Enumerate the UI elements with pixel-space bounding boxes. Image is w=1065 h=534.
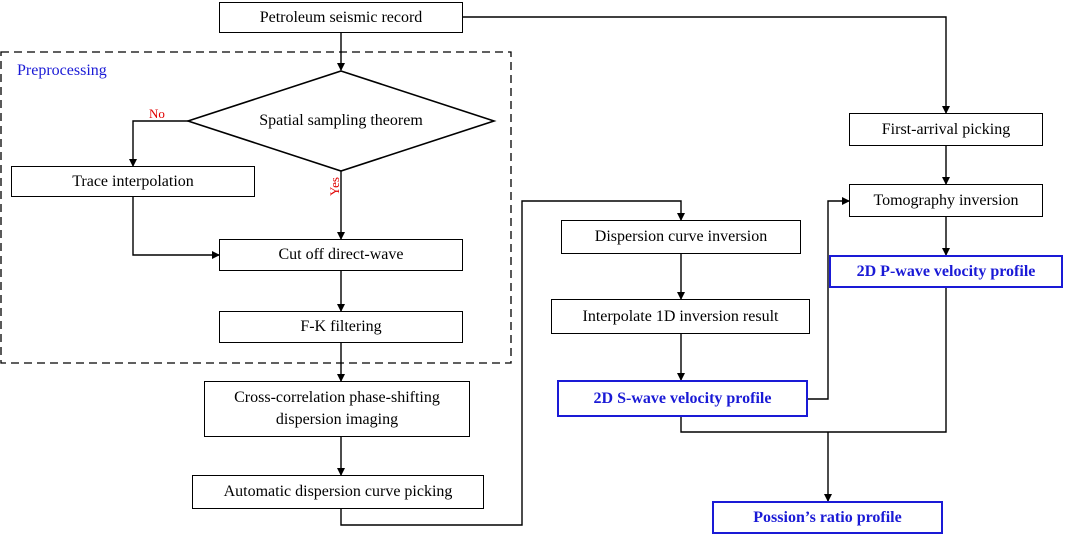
decision-label: Spatial sampling theorem [259, 112, 423, 129]
edge-decision-no [129, 120, 188, 167]
preprocessing-region [0, 51, 512, 364]
node-poisson-profile: Possion’s ratio profile [712, 501, 943, 534]
node-cross-correlation: Cross-correlation phase-shifting dispers… [204, 381, 470, 437]
edge-picking-inversion [340, 200, 685, 526]
decision-yes-label: Yes [327, 177, 342, 196]
edge-swave-tomography [808, 197, 850, 400]
edge-trace-cutoff [132, 197, 220, 259]
node-petroleum-record: Petroleum seismic record [219, 2, 463, 33]
node-trace-interpolation: Trace interpolation [11, 166, 255, 197]
node-automatic-picking: Automatic dispersion curve picking [192, 475, 484, 509]
preprocessing-label: Preprocessing [17, 62, 107, 79]
node-p-wave-profile: 2D P-wave velocity profile [829, 255, 1063, 288]
edge-swave-merge [680, 288, 947, 433]
node-fk-filtering: F-K filtering [219, 311, 463, 343]
node-dispersion-inversion: Dispersion curve inversion [561, 220, 801, 254]
node-interpolate-1d: Interpolate 1D inversion result [551, 299, 810, 334]
edge-record-firstarrival [463, 16, 950, 114]
decision-no-label: No [149, 106, 165, 121]
node-first-arrival: First-arrival picking [849, 113, 1043, 146]
node-tomography: Tomography inversion [849, 184, 1043, 217]
node-cut-off-direct-wave: Cut off direct-wave [219, 239, 463, 271]
node-s-wave-profile: 2D S-wave velocity profile [557, 380, 808, 417]
